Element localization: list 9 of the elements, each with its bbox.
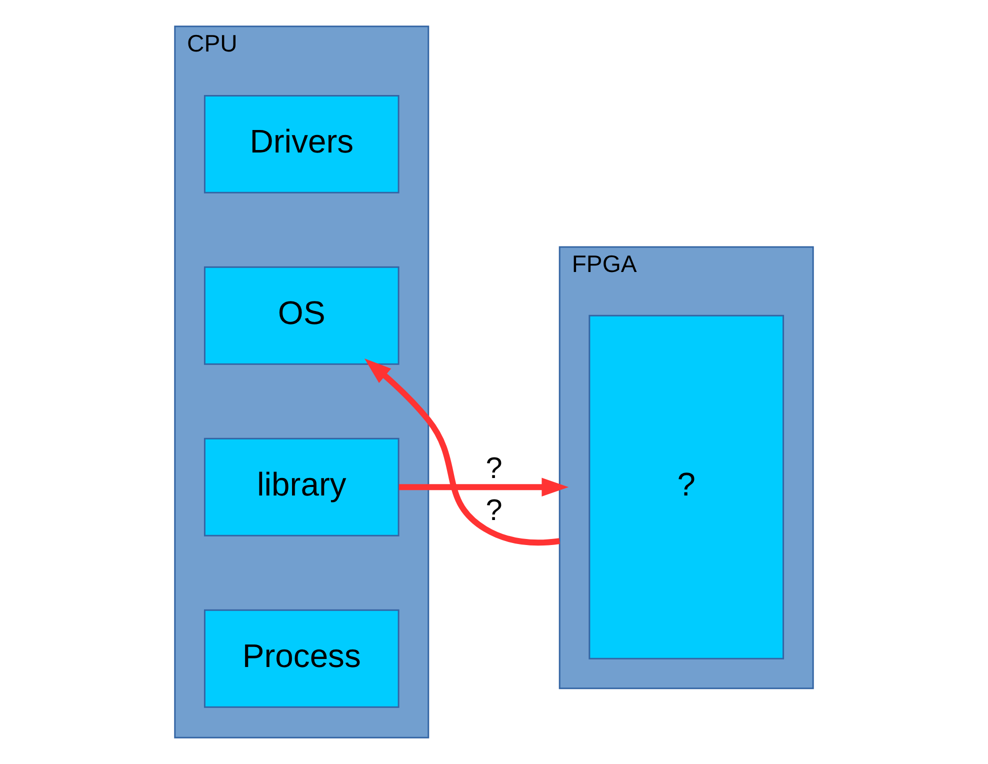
edge-label: ? — [486, 452, 502, 486]
node-box: library — [204, 438, 400, 536]
node-box: OS — [204, 266, 400, 365]
node-box: Process — [204, 609, 400, 708]
node-box: Drivers — [204, 94, 400, 194]
node-box: ? — [588, 314, 784, 660]
arrow — [398, 478, 569, 497]
edge-label: ? — [486, 494, 502, 527]
arrow — [364, 358, 560, 546]
